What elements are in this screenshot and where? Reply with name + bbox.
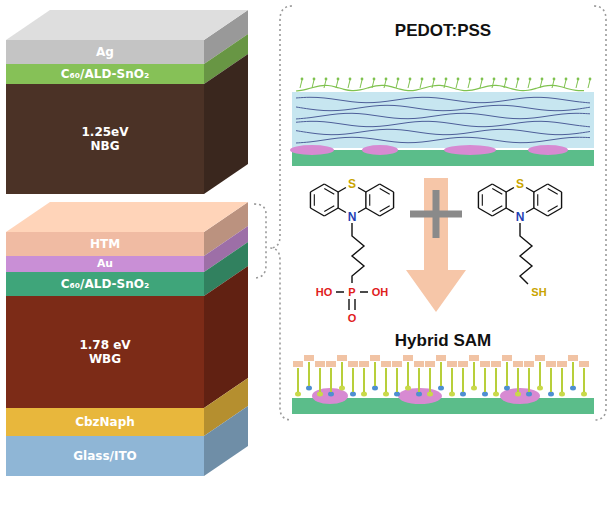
atom-label: S <box>348 178 356 190</box>
panel-title: Hybrid SAM <box>395 332 491 349</box>
stack-bracket <box>254 204 266 278</box>
layer-slab: HTM <box>6 232 204 256</box>
atom-label: OH <box>372 287 389 298</box>
pedot-illustration <box>290 78 594 166</box>
phosphonic-sam-molecule <box>310 184 393 310</box>
layer-label: CbzNaph <box>75 415 135 429</box>
atom-label: P <box>348 287 355 298</box>
cross-mark <box>410 190 462 238</box>
layer-label: Ag <box>96 45 114 59</box>
layer-slab: 1.78 eV WBG <box>6 296 204 408</box>
layer-label: Glass/ITO <box>73 449 137 463</box>
layer-label: Au <box>97 259 113 270</box>
panel-brace <box>270 6 292 420</box>
atom-label: HO <box>316 287 333 298</box>
layer-slab: C₆₀/ALD-SnO₂ <box>6 272 204 296</box>
panel-bracket <box>594 6 606 420</box>
atom-label: S <box>516 178 524 190</box>
layer-label: HTM <box>90 237 120 251</box>
layer-slab: C₆₀/ALD-SnO₂ <box>6 64 204 84</box>
atom-label: SH <box>531 287 546 298</box>
slab-side <box>204 54 248 194</box>
layer-label: C₆₀/ALD-SnO₂ <box>61 67 149 81</box>
slab-side <box>204 406 248 476</box>
atom-label: N <box>348 211 357 223</box>
thiol-sam-molecule <box>478 184 561 284</box>
process-arrow <box>406 178 466 312</box>
layer-slab: Au <box>6 256 204 272</box>
slab-top <box>6 202 248 232</box>
atom-label: N <box>516 211 525 223</box>
slab-top <box>6 10 248 40</box>
panel-title: PEDOT:PSS <box>395 22 491 39</box>
layer-slab: Glass/ITO <box>6 436 204 476</box>
layer-label: C₆₀/ALD-SnO₂ <box>61 277 149 291</box>
layer-label: 1.25eV NBG <box>70 125 140 154</box>
layer-label: 1.78 eV WBG <box>70 338 140 367</box>
slab-faces <box>6 10 248 476</box>
layer-slab: 1.25eV NBG <box>6 84 204 194</box>
layer-slab: Ag <box>6 40 204 64</box>
sam-illustration <box>292 355 594 414</box>
atom-label: O <box>348 313 357 324</box>
layer-slab: CbzNaph <box>6 408 204 436</box>
